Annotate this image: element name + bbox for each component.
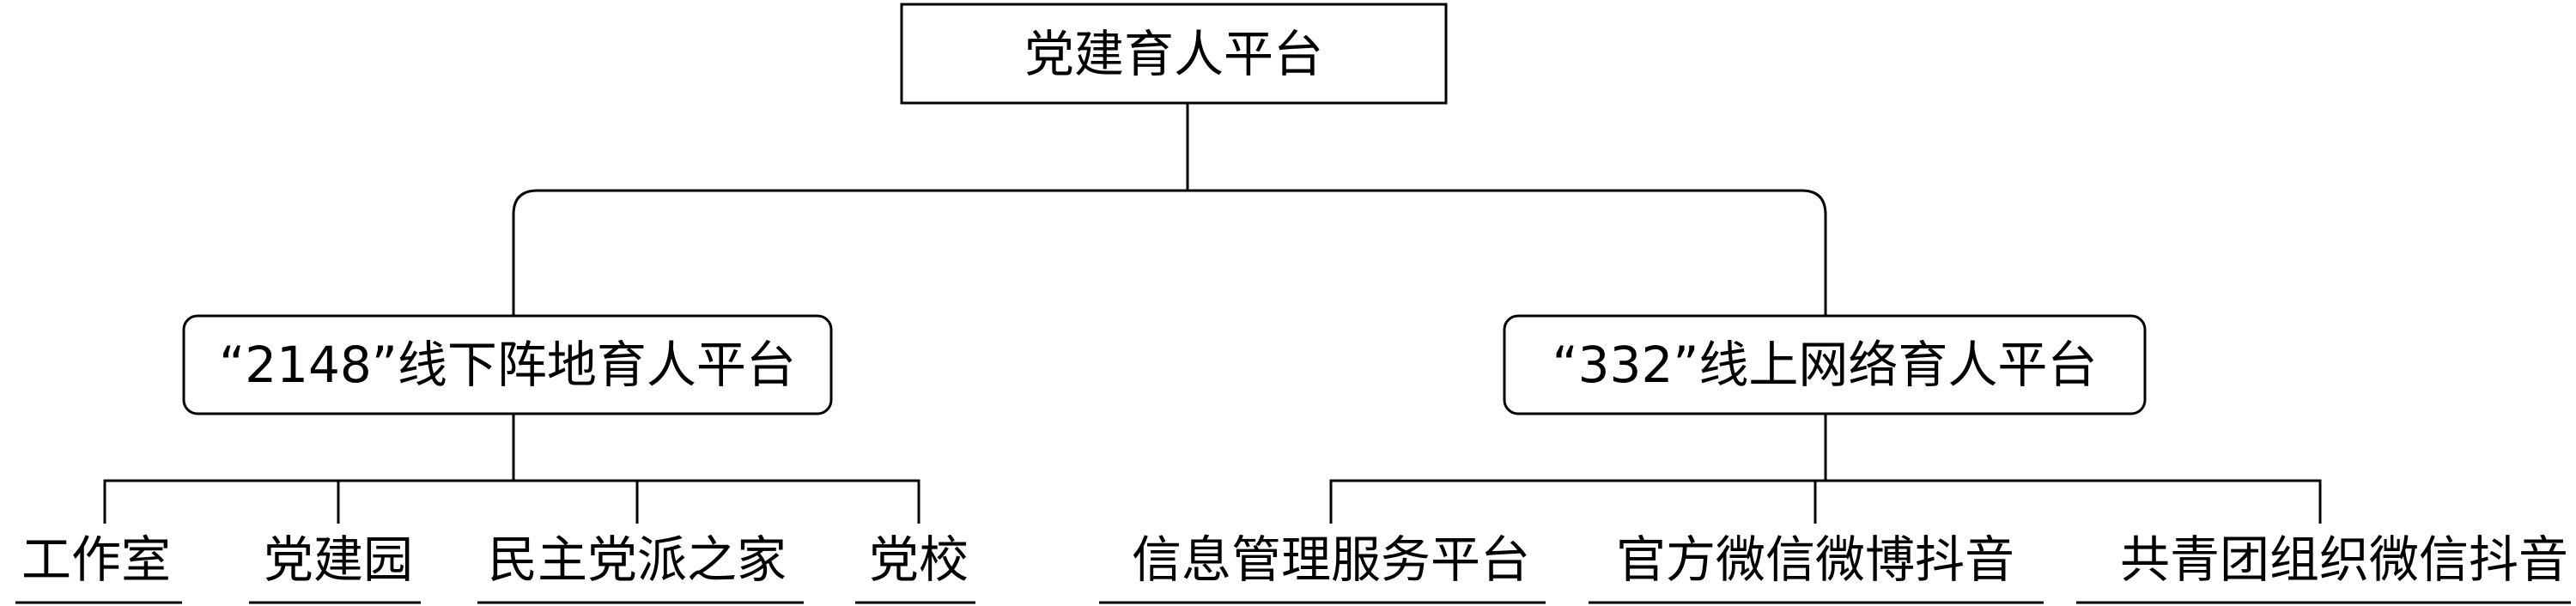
online-platform-label: “332”线上网络育人平台 [1552,336,2098,394]
connector-lines [103,103,2322,524]
leaf-studio: 工作室 [15,530,182,604]
leaf-label: 共青团组织微信抖音 [2120,530,2568,589]
online-platform-node: “332”线上网络育人平台 [1503,314,2147,415]
branch-bar-connector [512,189,1827,316]
leaf-label: 民主党派之家 [488,530,787,589]
offline-platform-label: “2148”线下阵地育人平台 [219,336,796,394]
leaf-youth-league-wechat-douyin: 共青团组织微信抖音 [2076,530,2571,604]
leaf-label: 党建园 [264,530,413,589]
leaf-party-garden: 党建园 [249,530,421,604]
leaf-official-wechat-weibo-douyin: 官方微信微博抖音 [1589,530,2044,604]
leaf-label: 工作室 [21,530,171,589]
leaf-label: 信息管理服务平台 [1132,530,1530,589]
leaf-label: 党校 [869,530,969,589]
root-node: 党建育人平台 [900,3,1448,105]
leaf-democratic-parties-home: 民主党派之家 [477,530,804,604]
leaf-info-management-platform: 信息管理服务平台 [1099,530,1546,604]
leaf-party-school: 党校 [855,530,975,604]
right-children-bar [1329,479,2322,524]
leaf-label: 官方微信微博抖音 [1616,530,2014,589]
left-children-bar [103,479,920,524]
root-label: 党建育人平台 [1024,25,1323,83]
offline-platform-node: “2148”线下阵地育人平台 [182,314,833,415]
